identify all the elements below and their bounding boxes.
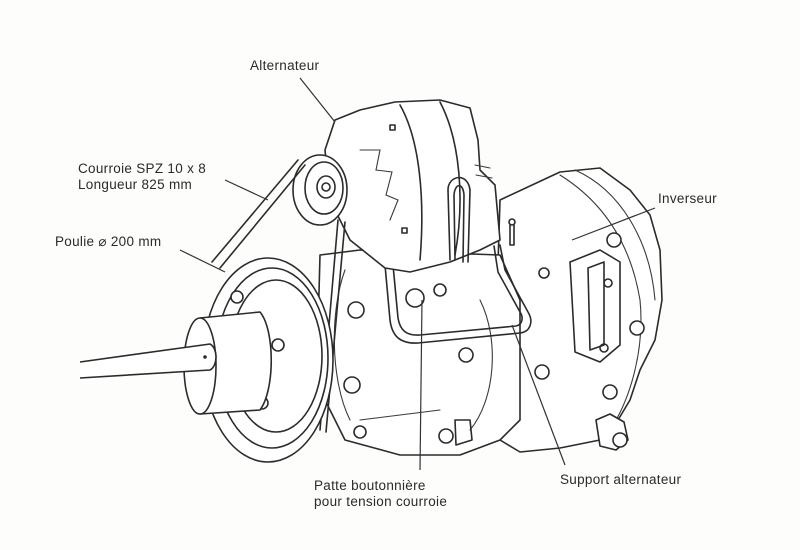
label-slot-bracket-line1: Patte boutonnière <box>314 478 426 493</box>
leader-belt <box>224 179 269 201</box>
leader-reverser <box>571 207 656 241</box>
leader-slot-bracket <box>419 299 423 471</box>
label-slot-bracket-line2: pour tension courroie <box>314 494 448 509</box>
alternator-support-bracket <box>384 244 532 344</box>
label-alternator: Alternateur <box>250 58 320 73</box>
label-belt-line2: Longueur 825 mm <box>78 177 193 192</box>
leader-lines <box>179 77 656 471</box>
label-slot-bracket: Patte boutonnière pour tension courroie <box>314 478 447 510</box>
label-reverser: Inverseur <box>658 191 717 206</box>
label-belt-spec: Courroie SPZ 10 x 8 Longueur 825 mm <box>78 161 206 193</box>
label-belt-line1: Courroie SPZ 10 x 8 <box>78 161 207 176</box>
engine-block <box>317 249 521 456</box>
main-pulley <box>79 257 334 463</box>
leader-alternator <box>299 77 336 123</box>
alternator <box>324 99 501 308</box>
alternator-pulley <box>292 154 348 226</box>
reverser-housing <box>494 167 663 453</box>
label-pulley: Poulie ⌀ 200 mm <box>55 234 162 249</box>
label-alternator-support: Support alternateur <box>560 472 682 487</box>
leader-pulley <box>179 249 226 273</box>
leader-support <box>511 324 566 466</box>
